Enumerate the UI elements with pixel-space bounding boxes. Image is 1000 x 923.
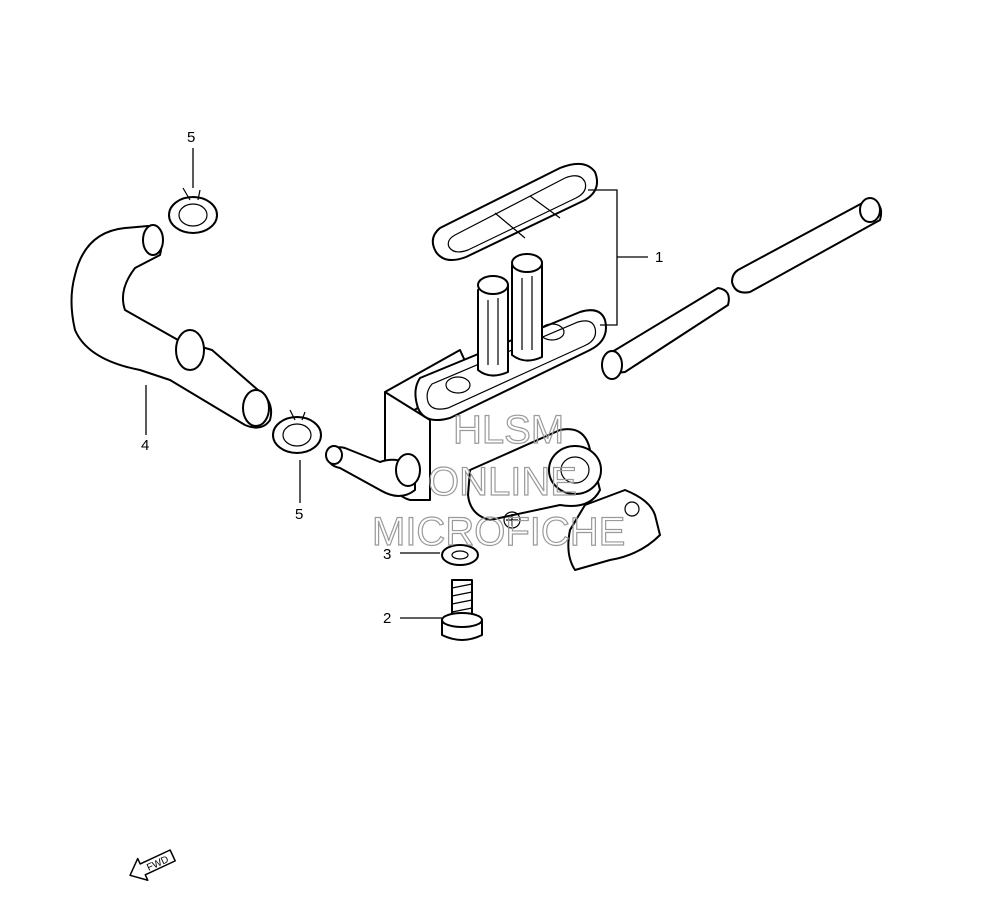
callout-part-1: 1 [655,249,663,266]
fwd-label: FWD [145,854,170,874]
outlet-nipple [325,445,421,497]
callout-part-5-bottom: 5 [295,506,303,523]
watermark: HLSM ONLINE MICROFICHE [371,407,626,554]
fwd-arrow-icon: FWD [129,849,176,882]
leader-lines [145,148,648,619]
fuel-hose-right [601,197,883,380]
callout-part-2: 2 [383,610,391,627]
hose-clamp-bottom [272,409,322,454]
strainer-pipes [477,253,543,377]
watermark-line-3: MICROFICHE [372,510,625,554]
hose-clamp-top [168,187,218,234]
callout-part-4: 4 [141,437,149,454]
callout-part-3: 3 [383,546,391,563]
strainer-gasket [431,162,598,262]
watermark-line-1: HLSM [453,408,564,452]
fuel-hose-left [70,224,273,429]
watermark-line-2: ONLINE [428,460,577,504]
callout-part-5-top: 5 [187,129,195,146]
washer [441,544,479,566]
fuel-cock-lever [467,428,661,571]
bolt [441,579,483,641]
